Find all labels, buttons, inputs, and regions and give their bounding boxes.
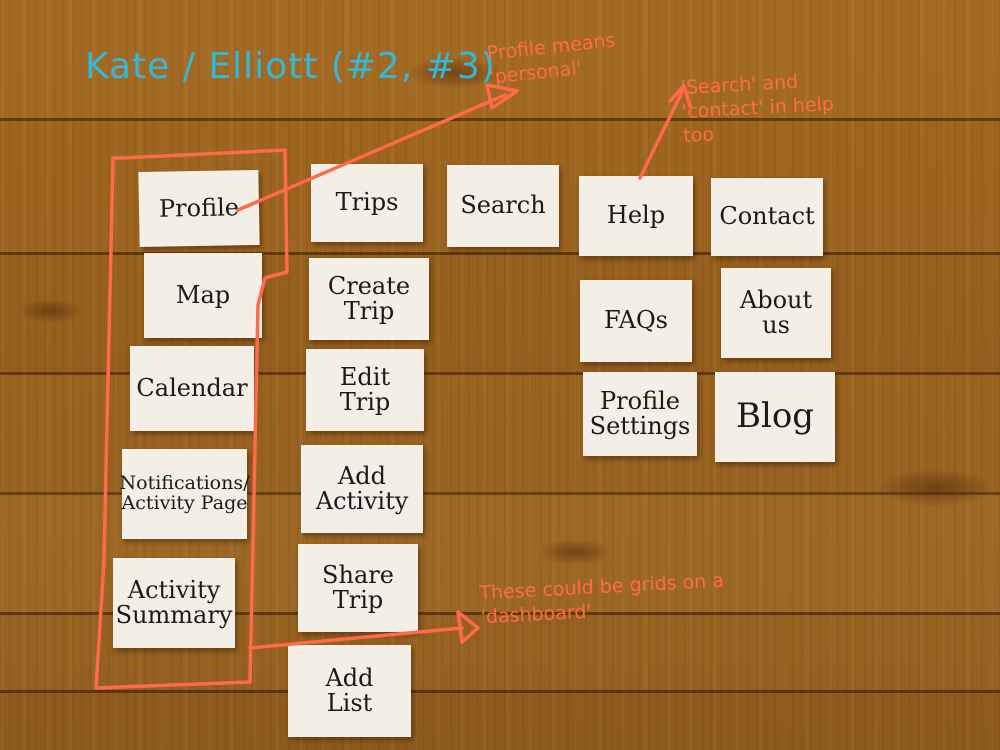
card-notifications[interactable]: Notifications/ Activity Page [120, 449, 249, 539]
card-about-us[interactable]: About us [721, 268, 831, 358]
wood-knot [540, 540, 610, 564]
card-map[interactable]: Map [144, 253, 262, 338]
plank-seam [0, 612, 1000, 615]
card-help[interactable]: Help [579, 176, 693, 256]
card-trips[interactable]: Trips [311, 164, 423, 242]
profile-arrow [236, 93, 507, 212]
plank [0, 690, 1000, 750]
card-search[interactable]: Search [447, 165, 559, 247]
dashboard-arrowhead [456, 610, 480, 644]
help-arrow [638, 90, 684, 180]
group-bracket-outline [94, 148, 289, 690]
card-profile-settings[interactable]: Profile Settings [583, 372, 697, 456]
card-activity-summary[interactable]: Activity Summary [113, 558, 235, 648]
card-contact[interactable]: Contact [711, 178, 823, 256]
wood-knot [20, 300, 80, 322]
card-create-trip[interactable]: Create Trip [309, 258, 429, 340]
wood-knot [880, 470, 990, 506]
card-faqs[interactable]: FAQs [580, 280, 692, 362]
plank-seam [0, 252, 1000, 255]
plank-seam [0, 492, 1000, 495]
wood-knot [410, 58, 500, 88]
card-share-trip[interactable]: Share Trip [298, 544, 418, 632]
dashboard-arrow [248, 626, 464, 650]
help-arrowhead [668, 84, 692, 108]
board-heading: Kate / Elliott (#2, #3) [85, 46, 496, 87]
card-add-activity[interactable]: Add Activity [301, 445, 423, 533]
card-calendar[interactable]: Calendar [130, 346, 254, 431]
card-blog[interactable]: Blog [715, 372, 835, 462]
profile-arrowhead [485, 83, 519, 110]
plank-seam [0, 372, 1000, 375]
plank-seam [0, 118, 1000, 121]
card-edit-trip[interactable]: Edit Trip [306, 349, 424, 431]
card-add-list[interactable]: Add List [288, 645, 411, 737]
plank-seam [0, 690, 1000, 693]
